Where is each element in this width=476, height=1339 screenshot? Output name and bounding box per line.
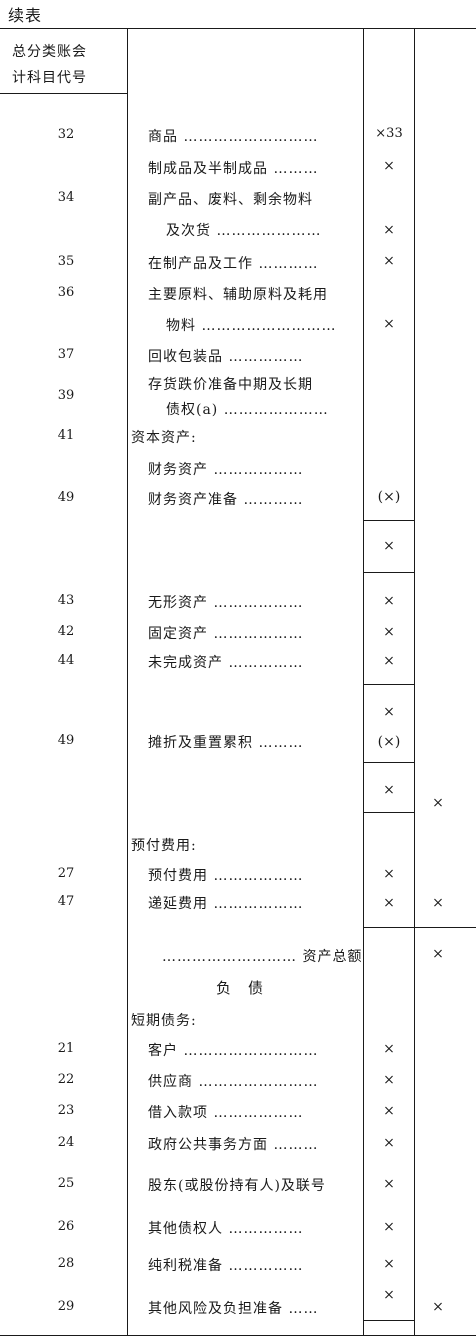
mark-cell: × — [383, 1135, 395, 1151]
account-item: 股东(或股份持有人)及联号 — [148, 1178, 326, 1194]
account-section-heading: 短期债务: — [131, 1013, 197, 1029]
account-code: 35 — [57, 254, 75, 269]
account-item: 商品 ……………………… — [148, 129, 319, 145]
account-item: 预付费用 ……………… — [148, 868, 304, 884]
mark-rule — [363, 520, 414, 521]
account-item: 物料 ……………………… — [166, 318, 337, 334]
account-code: 22 — [57, 1072, 75, 1087]
mark-rule — [363, 762, 414, 763]
account-item: 固定资产 ……………… — [148, 626, 304, 642]
account-code: 34 — [57, 190, 75, 205]
account-code: 29 — [57, 1299, 75, 1314]
account-code: 23 — [57, 1103, 75, 1118]
account-code: 44 — [57, 653, 75, 668]
account-item: 债权(a) ………………… — [166, 402, 329, 418]
mark-cell: × — [383, 1256, 395, 1272]
mark-cell: × — [383, 1041, 395, 1057]
account-item: 存货跌价准备中期及长期 — [148, 377, 313, 393]
mark-cell: × — [383, 1219, 395, 1235]
account-item: 财务资产 ……………… — [148, 462, 304, 478]
account-code: 49 — [57, 490, 75, 505]
mark-cell: × — [383, 704, 395, 720]
account-item: 副产品、废料、剩余物料 — [148, 192, 313, 208]
mark-cell: × — [383, 1287, 395, 1303]
total-mark-cell: × — [432, 895, 444, 911]
account-item: 制成品及半制成品 ……… — [148, 161, 319, 177]
mark-cell: × — [383, 653, 395, 669]
mark-cell: × — [383, 253, 395, 269]
mark-cell: × — [383, 538, 395, 554]
mark-rule — [363, 572, 414, 573]
mark-cell: × — [383, 895, 395, 911]
account-item: 在制产品及工作 ………… — [148, 256, 319, 272]
account-code: 21 — [57, 1041, 75, 1056]
account-item: 借入款项 ……………… — [148, 1105, 304, 1121]
account-item: 递延费用 ……………… — [148, 896, 304, 912]
mark-cell: × — [383, 1103, 395, 1119]
account-code: 42 — [57, 624, 75, 639]
account-item: 无形资产 ……………… — [148, 595, 304, 611]
account-item: 主要原料、辅助原料及耗用 — [148, 287, 328, 303]
mark-rule — [363, 927, 476, 928]
mark-cell: × — [383, 866, 395, 882]
account-code: 24 — [57, 1135, 75, 1150]
account-code: 49 — [57, 733, 75, 748]
mark-cell: × — [383, 782, 395, 798]
account-code: 32 — [57, 127, 75, 142]
mark-cell: (×) — [377, 734, 401, 750]
account-code: 36 — [57, 285, 75, 300]
account-item: 及次货 ………………… — [166, 223, 322, 239]
account-item: 摊折及重置累积 ……… — [148, 735, 304, 751]
account-item: 其他债权人 …………… — [148, 1221, 304, 1237]
header-rule — [0, 93, 128, 94]
col-divider-3 — [414, 28, 415, 1335]
account-item: 供应商 …………………… — [148, 1074, 319, 1090]
mark-cell: (×) — [377, 489, 401, 505]
mark-cell: × — [383, 1072, 395, 1088]
total-mark-cell: × — [432, 946, 444, 962]
assets-total-label: ……………………… 资产总额 — [162, 949, 363, 965]
total-mark-cell: × — [432, 795, 444, 811]
account-item: 其他风险及负担准备 …… — [148, 1301, 319, 1317]
col-divider-2 — [363, 28, 364, 1335]
account-item: 政府公共事务方面 ……… — [148, 1137, 319, 1153]
top-rule — [0, 28, 476, 29]
account-code: 27 — [57, 866, 75, 881]
account-item: 回收包装品 …………… — [148, 349, 304, 365]
mark-rule — [363, 1320, 414, 1321]
mark-cell: × — [383, 624, 395, 640]
total-mark-cell: × — [432, 1299, 444, 1315]
account-code: 41 — [57, 428, 75, 443]
mark-rule — [363, 684, 414, 685]
account-code: 28 — [57, 1256, 75, 1271]
mark-cell: ×33 — [375, 126, 403, 141]
account-code: 26 — [57, 1219, 75, 1234]
mark-cell: × — [383, 158, 395, 174]
account-section-heading: 预付费用: — [131, 838, 197, 854]
header-line-2: 计科目代号 — [12, 70, 87, 86]
account-section-heading: 资本资产: — [131, 430, 197, 446]
mark-cell: × — [383, 222, 395, 238]
account-item: 纯利税准备 …………… — [148, 1258, 304, 1274]
mark-cell: × — [383, 316, 395, 332]
col-divider-1 — [127, 28, 128, 1335]
header-line-1: 总分类账会 — [12, 44, 87, 60]
account-item: 财务资产准备 ………… — [148, 492, 304, 508]
mark-cell: × — [383, 593, 395, 609]
account-code: 47 — [57, 894, 75, 909]
bottom-rule — [0, 1335, 476, 1336]
table-title: 续表 — [8, 6, 43, 25]
mark-rule — [363, 812, 414, 813]
account-item: 未完成资产 …………… — [148, 655, 304, 671]
account-code: 37 — [57, 347, 75, 362]
account-item: 客户 ……………………… — [148, 1043, 319, 1059]
account-code: 25 — [57, 1176, 75, 1191]
account-code: 39 — [57, 388, 75, 403]
mark-cell: × — [383, 1176, 395, 1192]
liabilities-heading: 负 债 — [216, 979, 265, 997]
account-code: 43 — [57, 593, 75, 608]
